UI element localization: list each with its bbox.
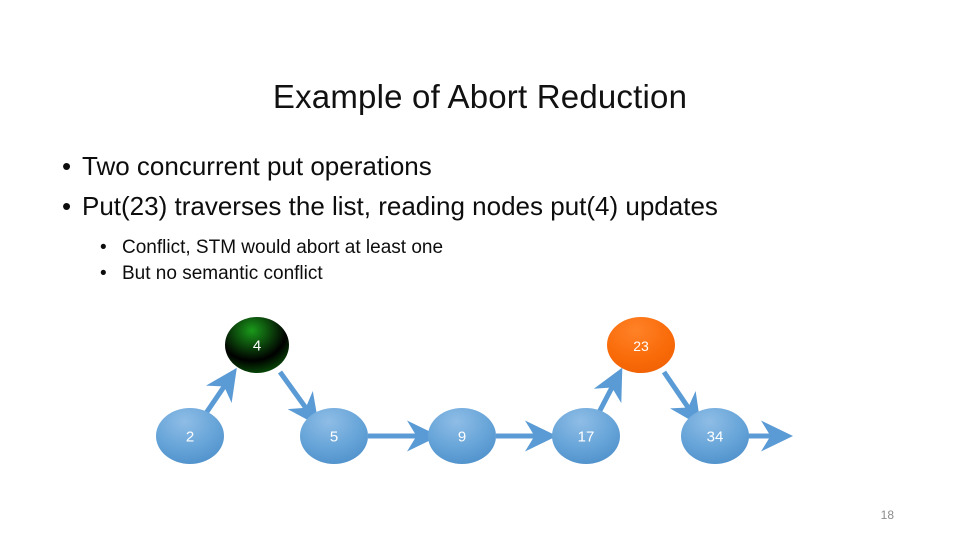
linked-list-diagram: 2 4 5 9 17 23 — [0, 300, 960, 500]
node-5[interactable]: 5 — [300, 408, 368, 464]
node-2[interactable]: 2 — [156, 408, 224, 464]
node-17[interactable]: 17 — [552, 408, 620, 464]
bullet-item-1-label: Two concurrent put operations — [82, 151, 432, 181]
page-number: 18 — [880, 508, 894, 522]
bullet-marker: • — [100, 262, 107, 284]
bullet-marker: • — [100, 237, 107, 259]
node-17-label: 17 — [578, 429, 595, 446]
body-content: • Two concurrent put operations • Put(23) … — [62, 148, 892, 286]
node-5-label: 5 — [330, 429, 338, 446]
node-34[interactable]: 34 — [681, 408, 749, 464]
edge-23-to-34 — [661, 370, 701, 427]
sub-bullet-item-1-label: Conflict, STM would abort at least one — [122, 237, 444, 259]
node-4-label: 4 — [253, 338, 261, 355]
sub-bullet-item-2-label: But no semantic conflict — [122, 262, 323, 284]
bullet-marker: • — [62, 151, 72, 181]
bullet-item-2: • Put(23) traverses the list, reading nod… — [62, 188, 892, 226]
bullet-item-2-label: Put(23) traverses the list, reading node… — [82, 190, 718, 221]
bullet-marker: • — [62, 190, 72, 221]
node-4[interactable]: 4 — [225, 317, 289, 373]
node-9[interactable]: 9 — [428, 408, 496, 464]
node-23-label: 23 — [633, 338, 649, 354]
bullet-item-1: • Two concurrent put operations — [62, 148, 892, 186]
sub-bullet-item-2: • But no semantic conflict — [100, 261, 892, 286]
page-title: Example of Abort Reduction — [272, 78, 688, 116]
node-23[interactable]: 23 — [607, 317, 675, 373]
node-34-label: 34 — [707, 429, 724, 446]
sub-bullet-item-1: • Conflict, STM would abort at least one — [100, 235, 892, 260]
edge-4-to-5 — [277, 370, 319, 427]
node-2-label: 2 — [186, 429, 194, 446]
sub-bullet-group: •Conflict, STM would abort at least one … — [62, 235, 892, 286]
node-9-label: 9 — [458, 429, 466, 446]
